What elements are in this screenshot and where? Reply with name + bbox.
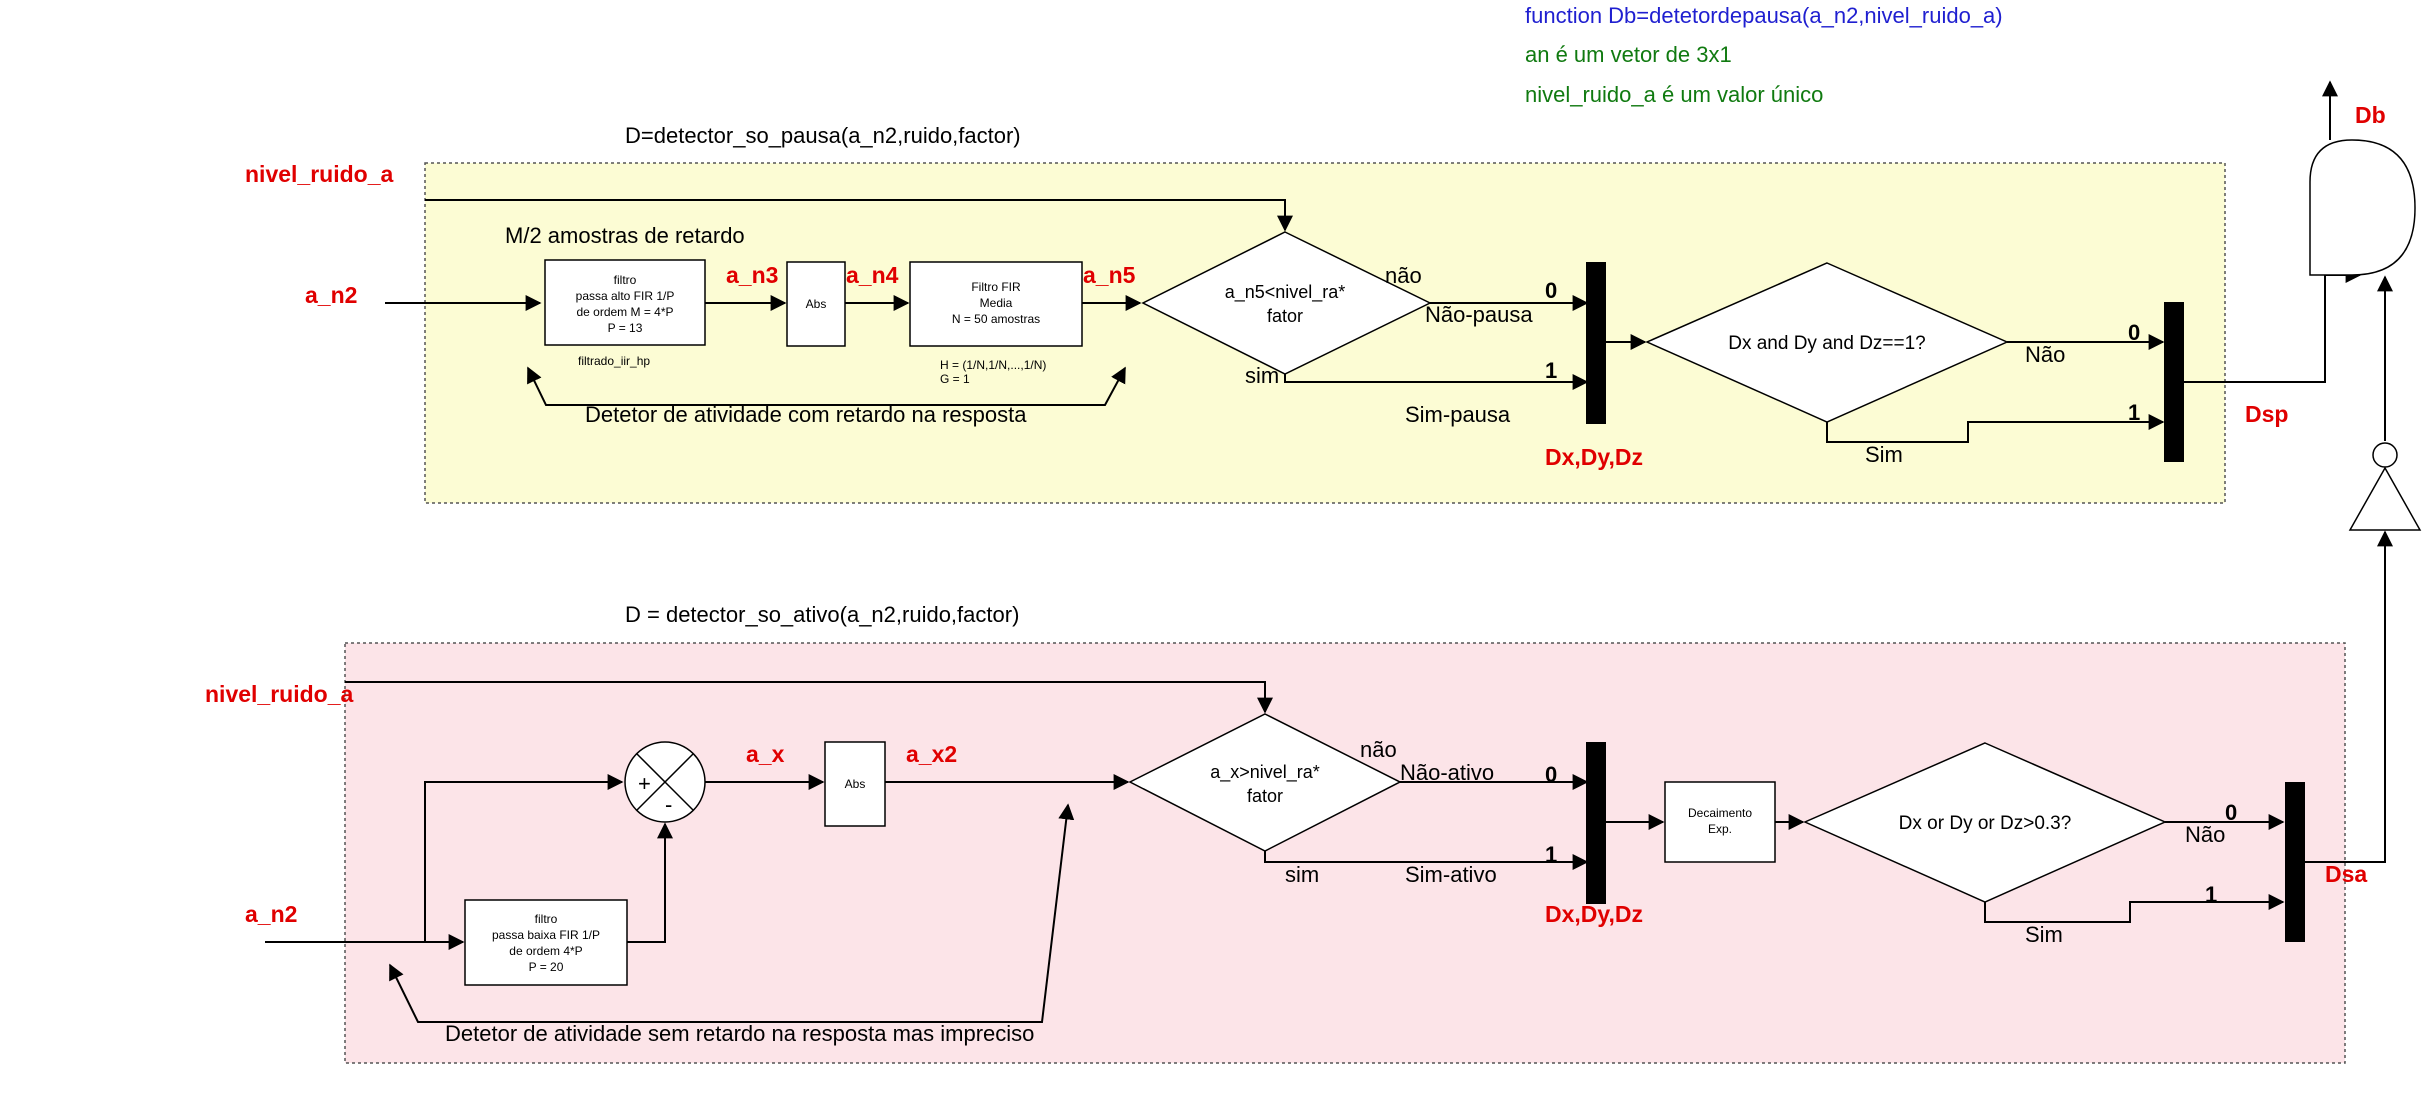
pause-decision-line-2: fator [1267,306,1303,326]
top-feedback-arrow [527,366,1126,406]
lp-line-4: P = 20 [529,960,564,974]
active-detector-title: D = detector_so_ativo(a_n2,ruido,factor) [625,602,1019,627]
bottom-noise-wire [345,681,1273,714]
dsa-output-label: Dsa [2325,861,2367,887]
fir-line-3: N = 50 amostras [952,312,1040,326]
not-gate-bubble [2372,442,2398,468]
active-decision-line-1: a_x>nivel_ra* [1210,762,1320,783]
decay-line-1: Decaimento [1688,806,1752,820]
top-yes-tag: sim [1245,363,1279,388]
yes-pause-label: Sim-pausa [1405,402,1511,427]
wire-or-yes [1984,894,2285,923]
pause-decision-line-1: a_n5<nivel_ra* [1225,282,1346,303]
wire-sim-ativo [1264,851,1589,870]
top-abs-label: Abs [806,297,827,311]
top-noise-wire [425,199,1293,232]
top-signal-input-label: a_n2 [305,282,357,308]
highpass-filter-block [544,259,706,346]
active-decision-line-2: fator [1247,786,1283,806]
bottom-yes-tag: sim [1285,862,1319,887]
bottom-no-tag: não [1360,737,1397,762]
bottom-abs-label: Abs [845,777,866,791]
wire-dsa-not [2305,530,2393,863]
bottom-noise-input-label: nivel_ruido_a [205,681,353,707]
lp-line-1: filtro [535,912,558,926]
or-yes-label: Sim [2025,922,2063,947]
bottom-feedback-note: Detetor de atividade sem retardo na resp… [445,1021,1034,1046]
wire-and-yes [1826,414,2165,443]
top-mux-bar [1586,262,1606,424]
no-active-label: Não-ativo [1400,760,1494,785]
bottom-out-bit-0: 0 [2225,800,2237,825]
not-gate-triangle [2348,466,2422,531]
lp-line-2: passa baixa FIR 1/P [492,928,600,942]
top-out-bit-1: 1 [2128,400,2140,425]
fir-caption-1: H = (1/N,1/N,...,1/N) [940,358,1046,372]
sum-cross-2 [636,753,694,811]
top-bit-1: 1 [1545,358,1557,383]
function-signature: function Db=detetordepausa(a_n2,nivel_ru… [1525,3,2003,28]
or-decision-label: Dx or Dy or Dz>0.3? [1899,813,2072,834]
lp-line-3: de ordem 4*P [509,944,582,958]
or-no-label: Não [2185,822,2225,847]
bottom-out-bit-1: 1 [2205,882,2217,907]
signal-a-n5: a_n5 [1083,262,1136,288]
yes-active-label: Sim-ativo [1405,862,1497,887]
dsp-output-label: Dsp [2245,401,2288,427]
signal-a-n4: a_n4 [846,262,899,288]
bottom-output-mux-bar [2285,782,2305,942]
fir-line-2: Media [980,296,1013,310]
signal-a-n3: a_n3 [726,262,778,288]
fir-caption-2: G = 1 [940,372,970,386]
signal-a-x2: a_x2 [906,741,957,767]
top-no-tag: não [1385,263,1422,288]
comment-noise: nivel_ruido_a é um valor único [1525,82,1823,107]
sum-minus-sign: - [665,792,672,817]
no-pause-label: Não-pausa [1425,302,1533,327]
top-out-bit-0: 0 [2128,320,2140,345]
bottom-bit-1: 1 [1545,842,1557,867]
bottom-mux-bar [1586,742,1606,904]
top-noise-input-label: nivel_ruido_a [245,161,393,187]
hp-line-1: filtro [614,273,637,287]
sum-plus-sign: + [638,771,651,796]
wire-sim-pausa [1284,374,1589,390]
bottom-mux-label: Dx,Dy,Dz [1545,901,1643,927]
delay-note: M/2 amostras de retardo [505,223,745,248]
and-gate [2309,139,2416,276]
pause-detector-title: D=detector_so_pausa(a_n2,ruido,factor) [625,123,1021,148]
hp-line-2: passa alto FIR 1/P [576,289,675,303]
hp-caption: filtrado_iir_hp [578,354,650,368]
and-yes-label: Sim [1865,442,1903,467]
bottom-signal-input-label: a_n2 [245,901,297,927]
and-decision-label: Dx and Dy and Dz==1? [1728,333,1926,354]
db-output-label: Db [2355,102,2386,128]
top-output-mux-bar [2164,302,2184,462]
top-feedback-note: Detetor de atividade com retardo na resp… [585,402,1027,427]
hp-line-3: de ordem M = 4*P [576,305,673,319]
top-mux-label: Dx,Dy,Dz [1545,444,1643,470]
top-abs-block [786,261,846,347]
bottom-feedback-arrow [389,803,1075,1023]
comment-vector: an é um vetor de 3x1 [1525,42,1732,67]
top-bit-0: 0 [1545,278,1557,303]
signal-a-x: a_x [746,741,785,767]
and-no-label: Não [2025,342,2065,367]
hp-line-4: P = 13 [608,321,643,335]
decay-line-2: Exp. [1708,822,1732,836]
fir-line-1: Filtro FIR [971,280,1021,294]
bottom-bit-0: 0 [1545,762,1557,787]
